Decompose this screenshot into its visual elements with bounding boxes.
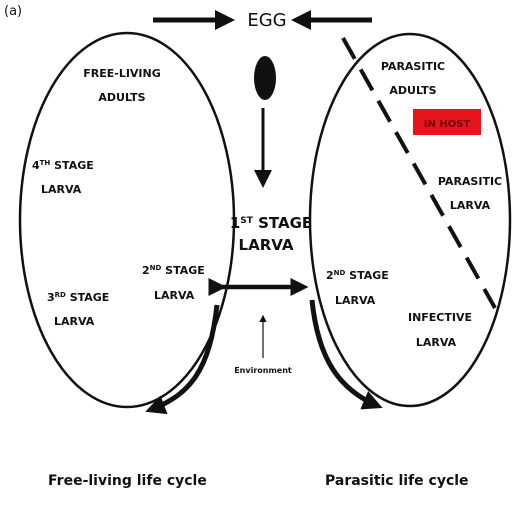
free-living-adults-label-line2: ADULTS	[98, 91, 145, 104]
third-stage-label: 3RD STAGE	[47, 291, 109, 304]
infective-larva-label-line2: LARVA	[416, 336, 457, 349]
in-host-badge-label: IN HOST	[424, 119, 471, 130]
free-living-cycle-ellipse	[18, 31, 236, 409]
free-living-second-stage-larva-label: LARVA	[154, 289, 195, 302]
parasitic-second-stage-larva-label: LARVA	[335, 294, 376, 307]
infective-larva-label-line1: INFECTIVE	[408, 311, 472, 324]
parasitic-adults-label-line1: PARASITIC	[381, 60, 445, 73]
egg-label: EGG	[247, 10, 286, 31]
parasitic-cycle-ellipse	[308, 32, 512, 408]
parasitic-larva-label-line2: LARVA	[450, 199, 491, 212]
parasitic-larva-label-line1: PARASITIC	[438, 175, 502, 188]
free-living-caption: Free-living life cycle	[48, 473, 207, 489]
host-boundary-dashed-line	[341, 37, 497, 309]
environment-label: Environment	[234, 366, 292, 375]
free-living-curved-arrow	[145, 304, 220, 415]
parasitic-caption: Parasitic life cycle	[325, 473, 469, 489]
fourth-stage-larva-label: LARVA	[41, 183, 82, 196]
in-host-badge	[413, 109, 481, 135]
egg-icon	[254, 56, 276, 100]
third-stage-larva-label: LARVA	[54, 315, 95, 328]
fourth-stage-label: 4TH STAGE	[32, 159, 94, 172]
free-living-second-stage-label: 2ND STAGE	[142, 264, 205, 277]
free-living-adults-label-line1: FREE-LIVING	[83, 67, 161, 80]
first-stage-larva-label: LARVA	[239, 236, 294, 254]
parasitic-adults-label-line2: ADULTS	[389, 84, 436, 97]
parasitic-second-stage-label: 2ND STAGE	[326, 269, 389, 282]
parasitic-curved-arrow	[309, 299, 383, 410]
panel-label: (a)	[4, 4, 22, 19]
first-stage-label: 1ST STAGE	[230, 214, 312, 232]
